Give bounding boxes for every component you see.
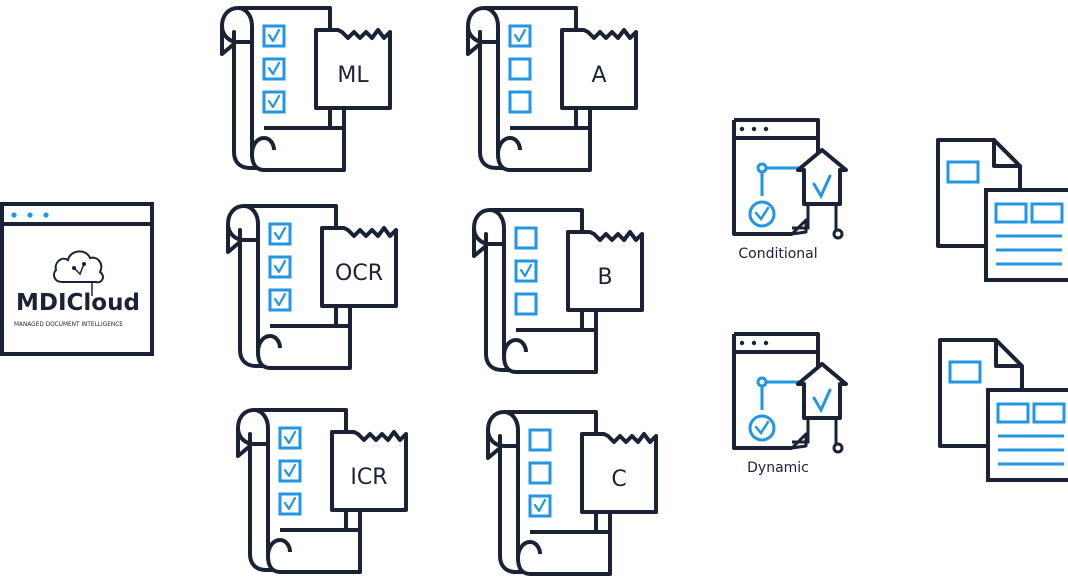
scroll-label: ICR [350,465,387,490]
cloud-icon [53,250,104,296]
window-dot-icon [11,212,17,218]
unchecked-box-icon [514,292,538,316]
checked-box-icon [262,90,286,114]
window-dot-icon [739,126,745,132]
workflow-label: Dynamic [747,460,809,476]
documents-icon [936,138,1068,282]
checked-box-icon [508,24,532,48]
checked-box-icon [268,222,292,246]
scroll-label: C [611,467,626,492]
checked-box-icon [278,459,302,483]
scroll-ocr: OCR [226,204,398,370]
window-dot-icon [763,340,769,346]
workflow-conditional: Conditional [732,118,848,262]
scroll-label: B [597,265,612,290]
check-circle-icon [748,200,776,228]
logo-tagline: MANAGED DOCUMENT INTELLIGENCE [14,322,123,328]
unchecked-box-icon [508,57,532,81]
decision-icon [796,362,848,420]
window-dot-icon [751,126,757,132]
unchecked-box-icon [514,226,538,250]
logo-brand: MDICloud [16,290,140,316]
scroll-label: ML [337,63,369,88]
scroll-b: B [472,208,644,374]
checked-box-icon [278,492,302,516]
scroll-ml: ML [220,6,392,172]
check-circle-icon [748,414,776,442]
scroll-icr: ICR [236,408,408,574]
unchecked-box-icon [508,90,532,114]
window-dot-icon [739,340,745,346]
unchecked-box-icon [528,461,552,485]
checked-box-icon [262,24,286,48]
scroll-a: A [466,6,638,172]
documents-icon [938,338,1068,482]
workflow-dynamic: Dynamic [732,332,848,476]
decision-icon [796,148,848,206]
window-dot-icon [43,212,49,218]
checked-box-icon [528,494,552,518]
app-window: MDICloud MANAGED DOCUMENT INTELLIGENCE [0,202,154,356]
checked-box-icon [278,426,302,450]
workflow-label: Conditional [738,246,817,262]
checked-box-icon [514,259,538,283]
window-dot-icon [27,212,33,218]
scroll-label: A [591,63,606,88]
unchecked-box-icon [528,428,552,452]
window-dot-icon [763,126,769,132]
scroll-c: C [486,410,658,576]
checked-box-icon [262,57,286,81]
scroll-label: OCR [335,261,383,286]
window-dot-icon [751,340,757,346]
scroll-grid: ML A OCR B ICR C [220,6,658,576]
document-column [936,138,1068,482]
checked-box-icon [268,255,292,279]
checked-box-icon [268,288,292,312]
